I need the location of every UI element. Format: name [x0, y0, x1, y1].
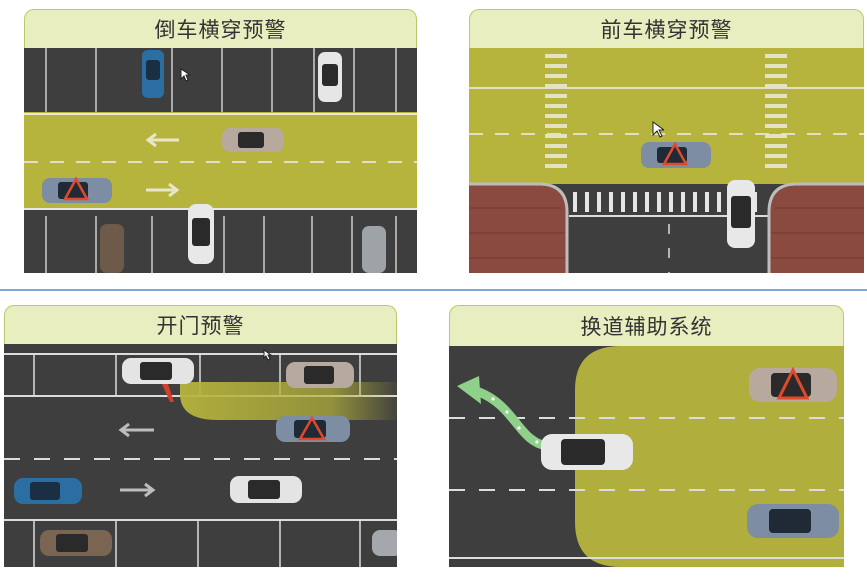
- direction-arrow-icon: [118, 422, 154, 438]
- section-divider: [0, 289, 867, 291]
- car-silver: [362, 226, 386, 273]
- warning-triangle-icon: [776, 366, 810, 400]
- mouse-pointer-icon: [652, 121, 664, 138]
- warning-triangle-icon: [62, 176, 90, 201]
- scene-door-open-warning: [4, 344, 397, 567]
- car-silver: [372, 530, 397, 556]
- direction-arrow-icon: [457, 376, 481, 404]
- mouse-pointer-icon: [263, 349, 272, 361]
- panel-title-door-open-warning: 开门预警: [4, 305, 397, 344]
- panel-title-front-cross-traffic: 前车横穿预警: [469, 9, 864, 48]
- panel-title-rear-cross-traffic: 倒车横穿预警: [24, 9, 417, 48]
- car-brown: [100, 224, 124, 273]
- panel-rear-cross-traffic: 倒车横穿预警: [24, 9, 417, 273]
- panel-lane-change-assist: 换道辅助系统: [449, 305, 844, 567]
- warning-triangle-icon: [661, 141, 689, 166]
- scene-lane-change-assist: [449, 346, 844, 567]
- mouse-pointer-icon: [180, 68, 190, 82]
- panel-front-cross-traffic: 前车横穿预警: [469, 9, 864, 273]
- direction-arrow-icon: [146, 182, 180, 198]
- direction-arrow-icon: [120, 482, 156, 498]
- scene-rear-cross-traffic: [24, 48, 417, 273]
- open-door: [162, 384, 174, 402]
- lane-change-path: [474, 387, 552, 451]
- panel-door-open-warning: 开门预警: [4, 305, 397, 567]
- direction-arrow-icon: [145, 132, 179, 148]
- panel-title-lane-change-assist: 换道辅助系统: [449, 305, 844, 346]
- warning-triangle-icon: [297, 415, 327, 441]
- scene-front-cross-traffic: [469, 48, 864, 273]
